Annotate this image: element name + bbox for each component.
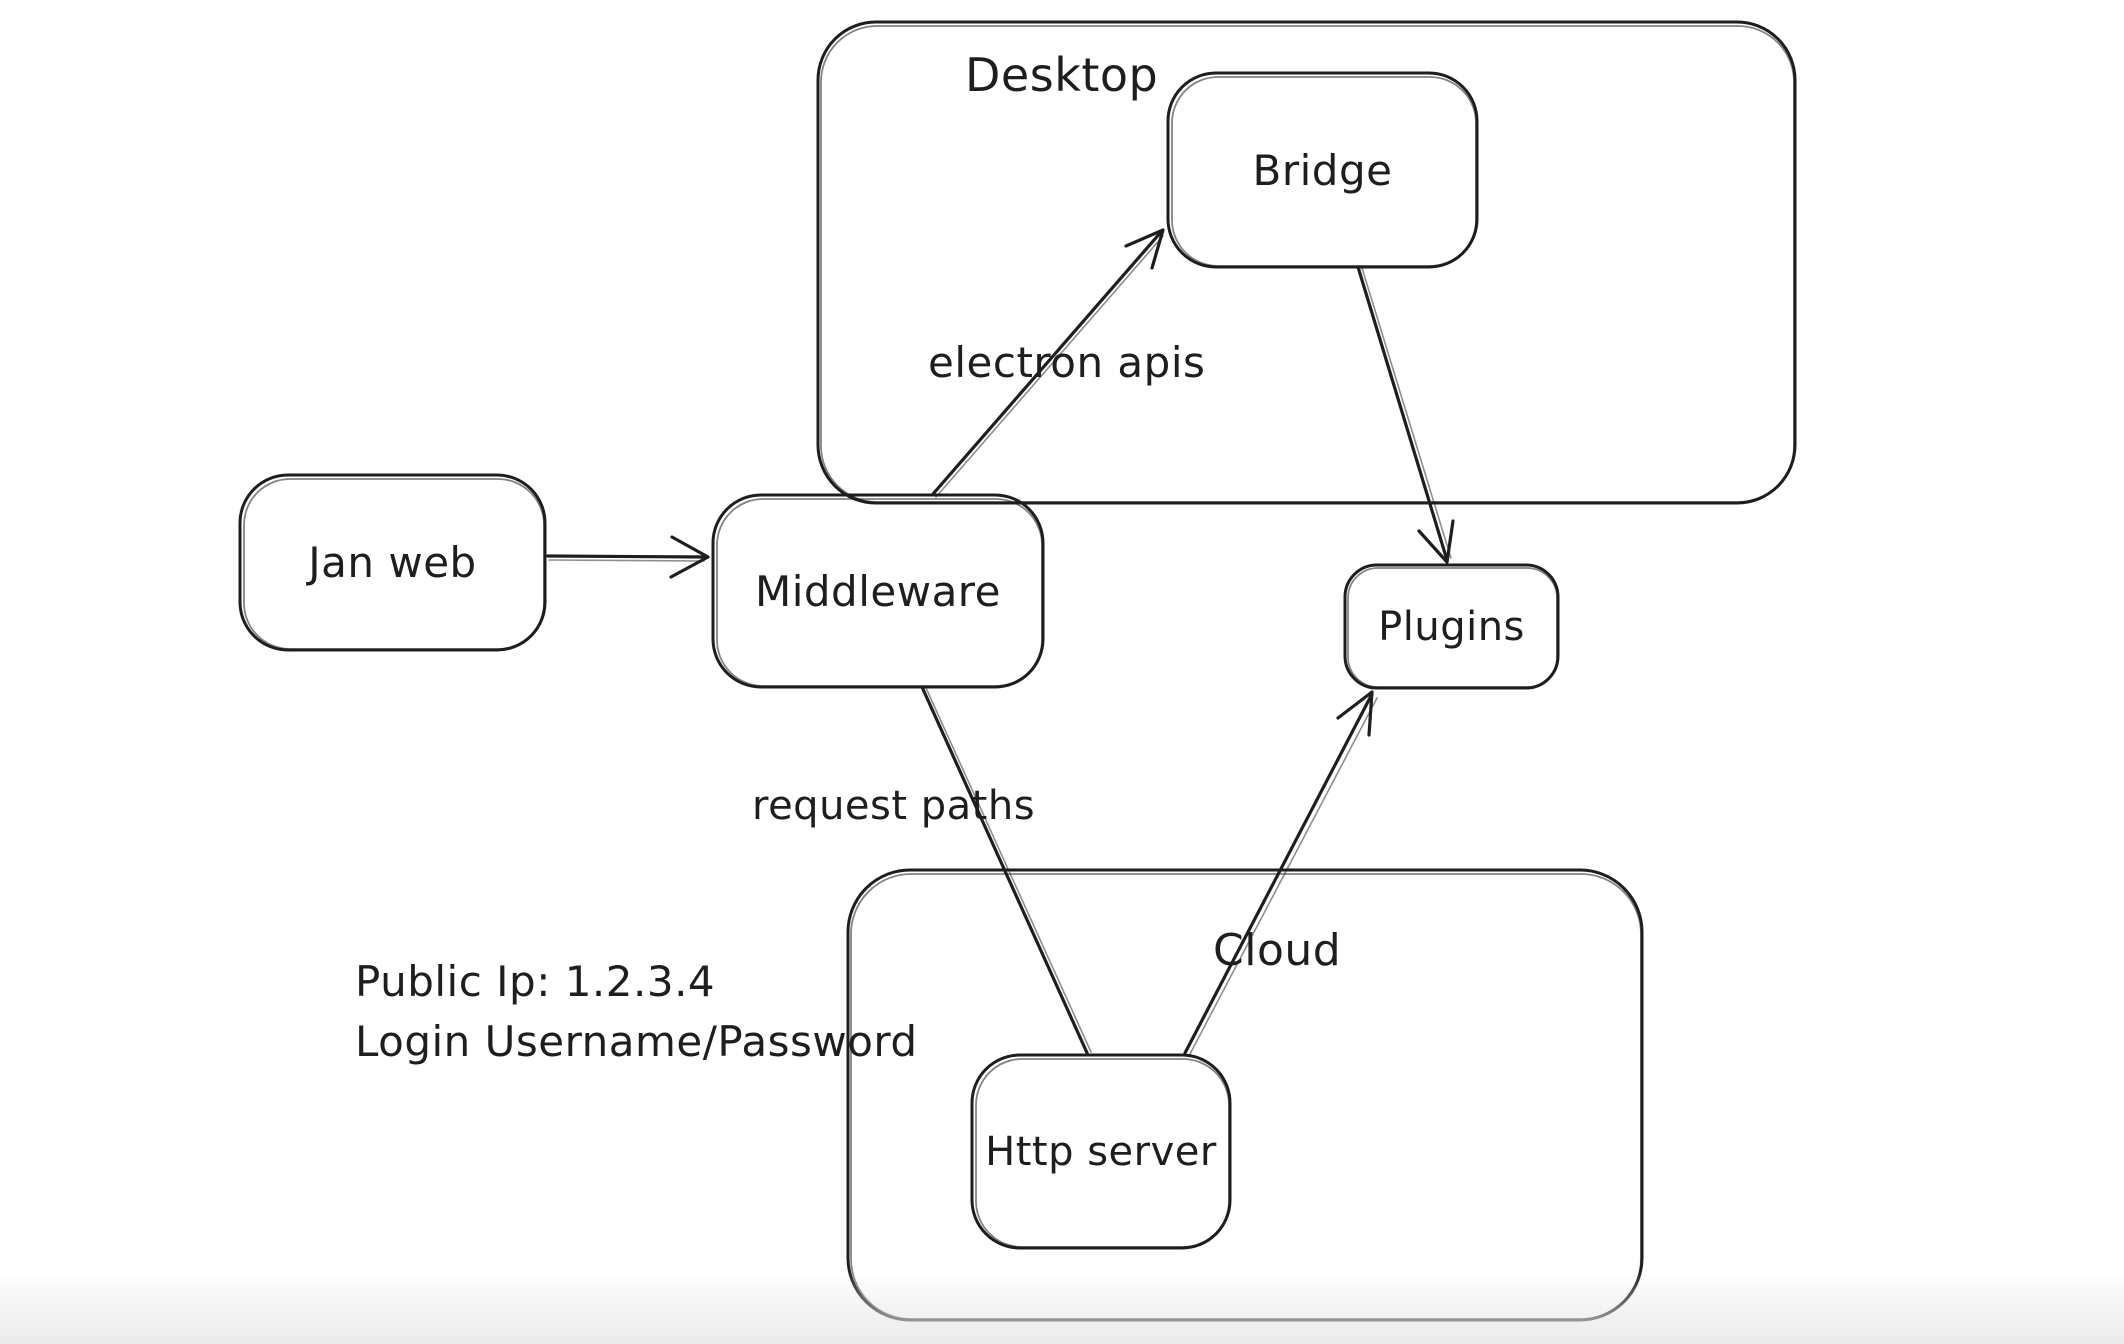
edge-janweb-middleware[interactable] <box>546 535 710 579</box>
arrowhead-bridge <box>1124 228 1165 270</box>
node-middleware-label: Middleware <box>754 566 1001 616</box>
edge-bridge-plugins[interactable] <box>1356 265 1455 564</box>
arrowhead-middleware <box>669 535 710 579</box>
edge-label-electron-apis: electron apis <box>928 338 1206 387</box>
container-cloud-label: Cloud <box>1213 925 1342 976</box>
node-jan-web-label: Jan web <box>308 538 477 587</box>
node-middleware-shape[interactable] <box>711 493 1045 689</box>
node-http-server-label: Http server <box>985 1128 1217 1175</box>
node-plugins-label: Plugins <box>1378 603 1525 650</box>
credentials-note: Public Ip: 1.2.3.4 Login Username/Passwo… <box>355 952 918 1071</box>
node-jan-web-shape[interactable] <box>238 473 547 652</box>
node-plugins-shape[interactable] <box>1343 563 1560 690</box>
credentials-note-line-2: Login Username/Password <box>355 1016 918 1066</box>
arrowhead-plugins-bottom <box>1336 690 1374 737</box>
node-bridge-label: Bridge <box>1252 145 1393 195</box>
node-http-server-shape[interactable] <box>970 1053 1232 1250</box>
edge-middleware-bridge[interactable] <box>931 228 1165 498</box>
node-bridge-shape[interactable] <box>1166 71 1479 269</box>
container-desktop-label: Desktop <box>965 48 1159 102</box>
credentials-note-line-1: Public Ip: 1.2.3.4 <box>355 957 716 1006</box>
edge-httpserver-plugins[interactable] <box>1183 690 1378 1055</box>
edge-label-request-paths: request paths <box>752 783 1036 829</box>
edge-middleware-httpserver[interactable] <box>920 685 1092 1057</box>
container-desktop-shape[interactable] <box>816 20 1797 505</box>
arrowhead-plugins-top <box>1417 519 1455 564</box>
